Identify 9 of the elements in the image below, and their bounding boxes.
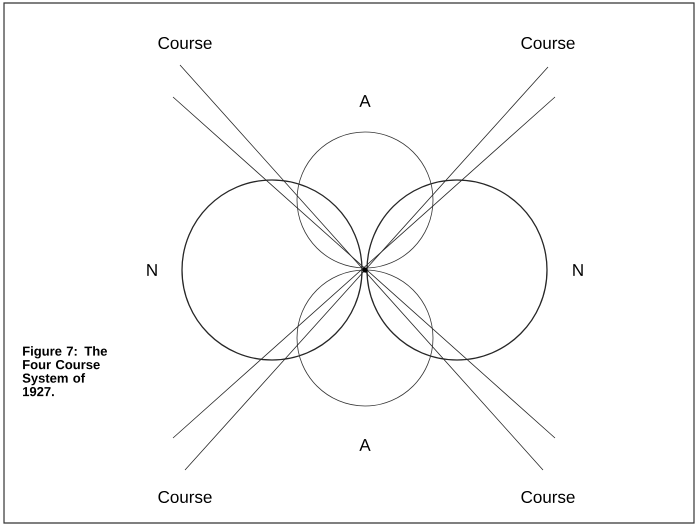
pattern-label: N: [573, 264, 583, 276]
pattern-label: A: [359, 95, 371, 107]
caption: Figure 7: The Four Course System of 1927.: [22, 346, 107, 396]
pattern-label: N: [147, 264, 157, 276]
pattern-label: A: [359, 439, 371, 451]
pattern-label: Course: [158, 36, 212, 50]
pattern-label: Course: [521, 490, 575, 503]
pattern-label: Course: [158, 490, 212, 503]
pattern-label: Course: [521, 36, 575, 50]
